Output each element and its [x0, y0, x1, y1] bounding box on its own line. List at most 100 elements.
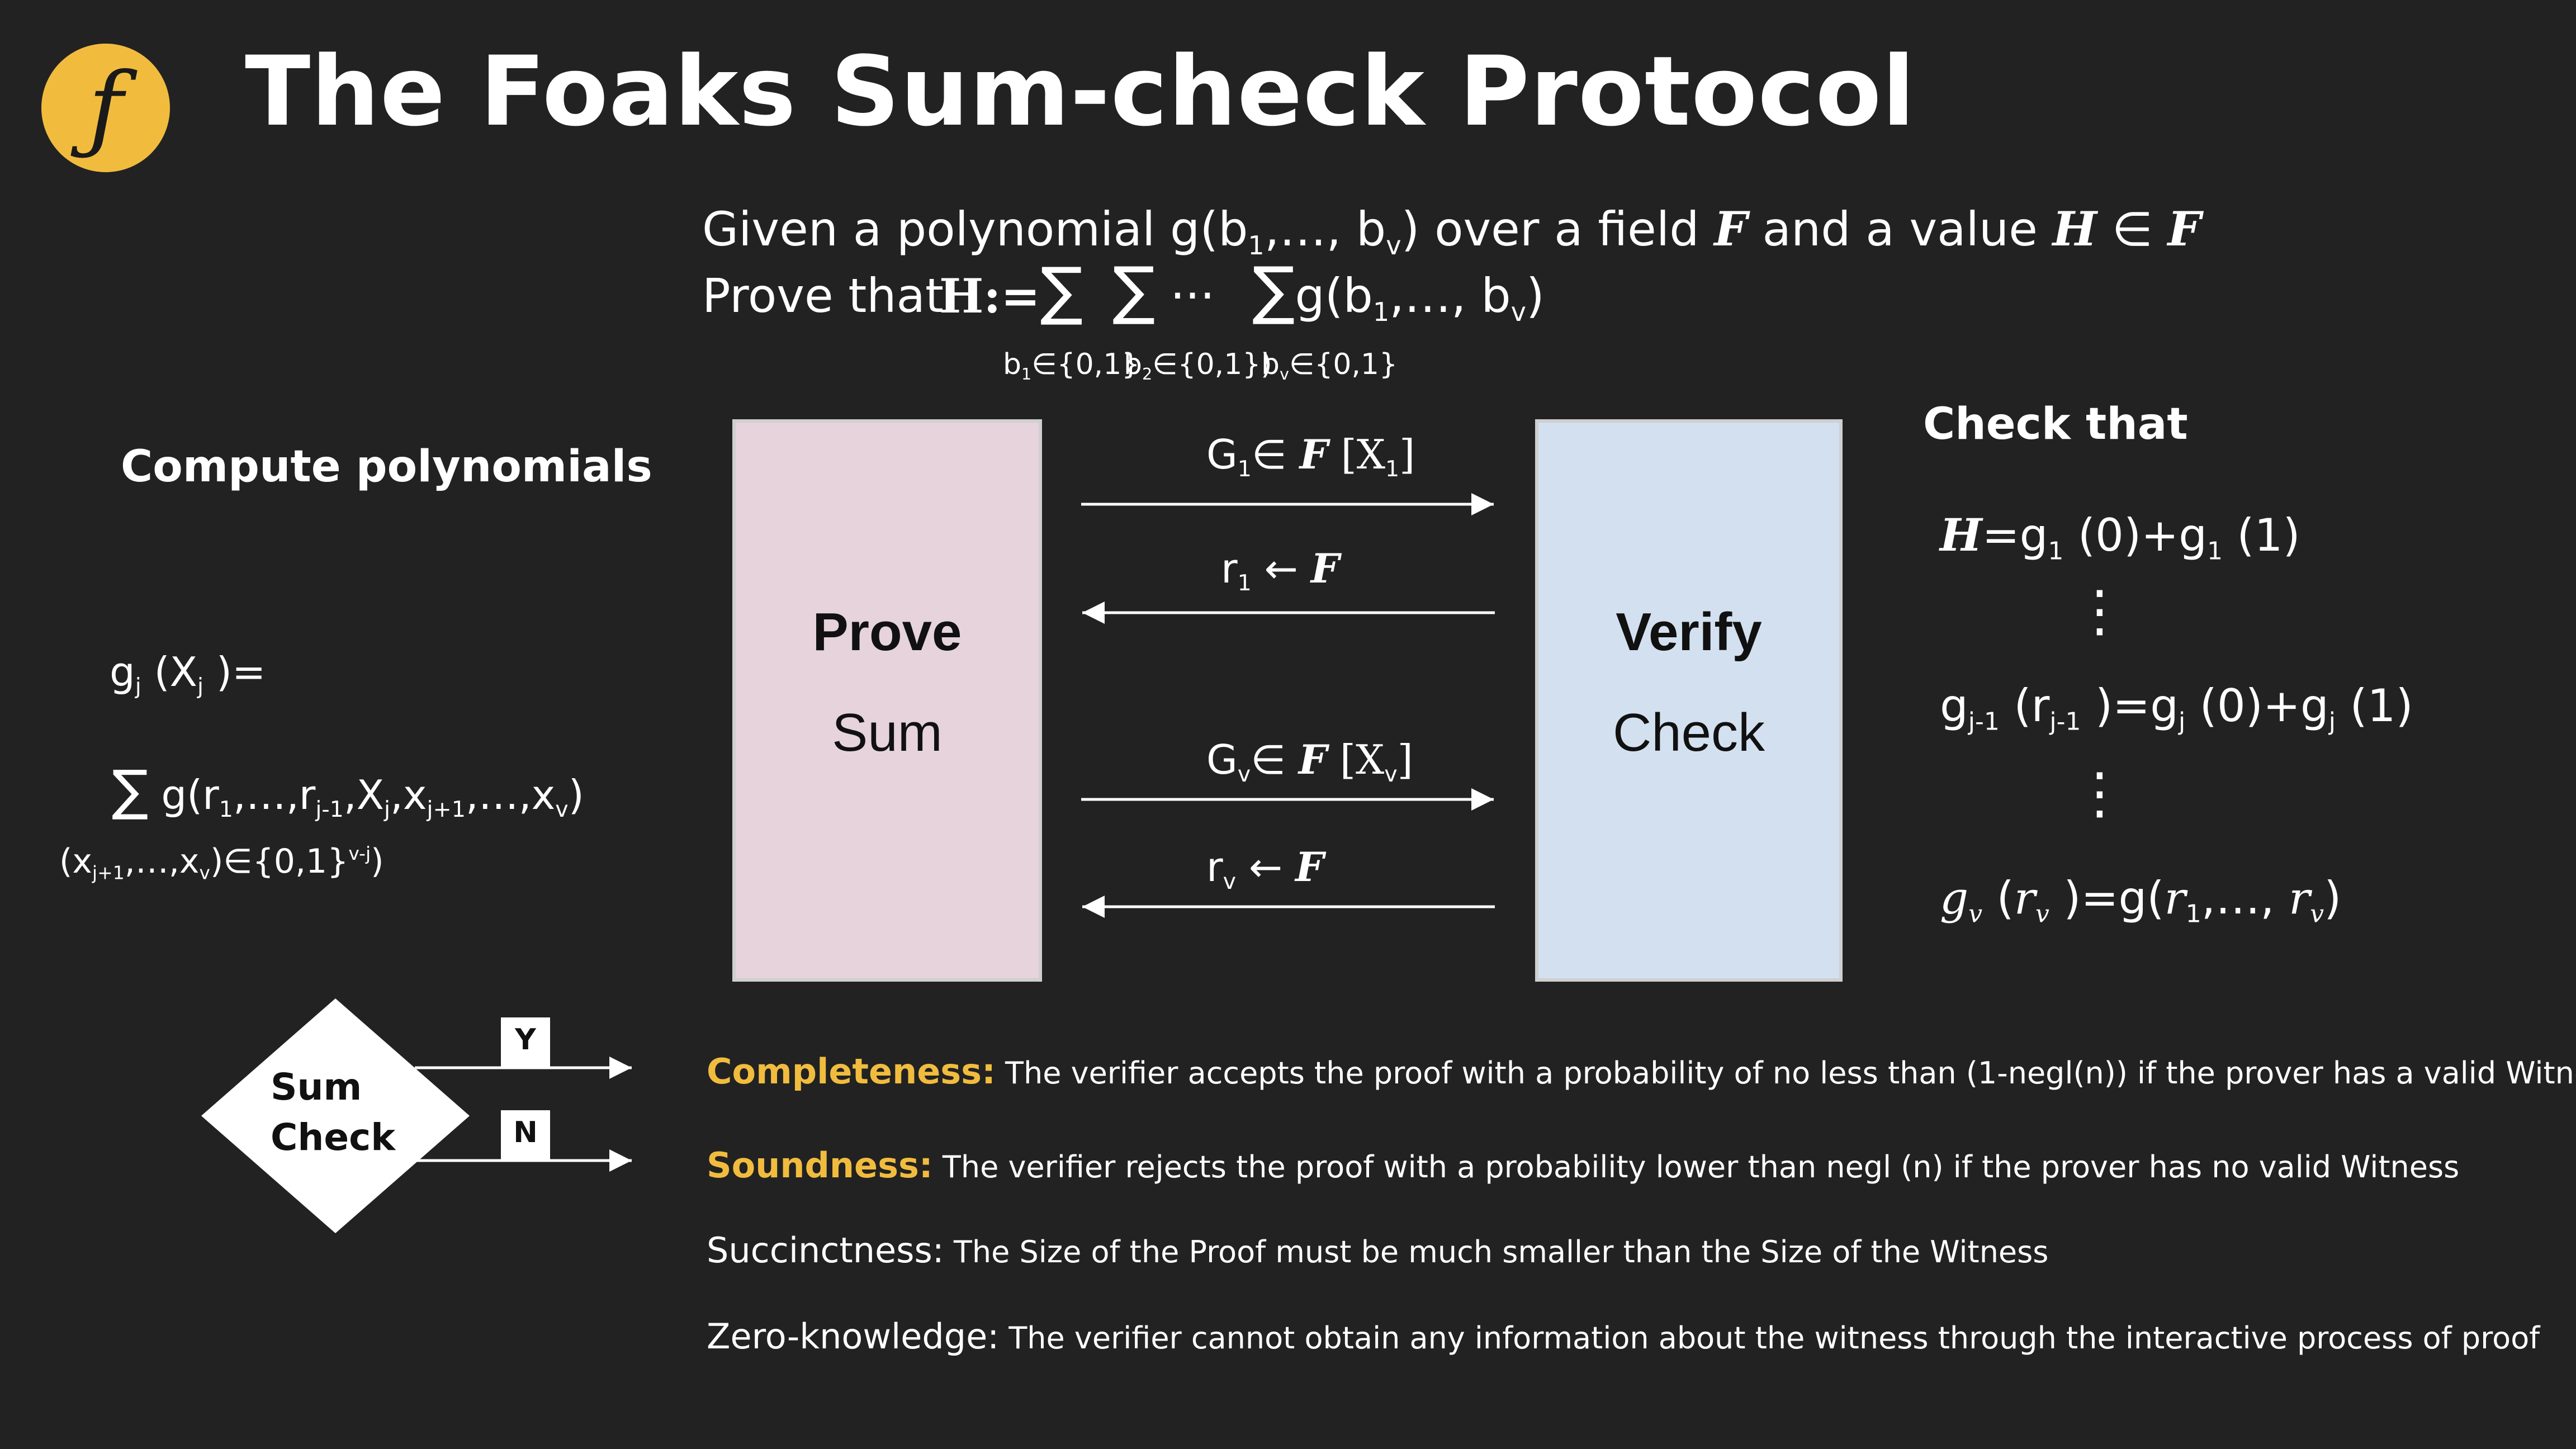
foaks-logo-glyph: ƒ [88, 53, 124, 163]
formula-text: )=g( [2049, 872, 2165, 924]
formula-text: (0)+g [2185, 680, 2329, 732]
formula-text: ,X [343, 771, 385, 818]
verifier-subtitle: Check [1612, 703, 1765, 763]
message-text: r [1206, 844, 1223, 891]
intro-sub: 1 [1248, 230, 1265, 261]
sum-expression-3: ∑g(b1,…, bv) [1252, 258, 1545, 325]
formula-text: ,x [390, 771, 427, 818]
intro-text: Prove that [702, 268, 944, 323]
message-rv: rv ← F [1206, 843, 1324, 893]
intro-text: ,…, b [1389, 268, 1511, 323]
intro-sub: 1 [1372, 297, 1390, 328]
intro-sub: v [1386, 230, 1401, 261]
formula-sub: j-1 [2049, 707, 2081, 736]
formula-sub: 1 [2185, 899, 2201, 929]
gj-sum-formula: ∑ g(r1,…,rj-1,Xj,xj+1,…,xv) [112, 763, 584, 821]
yes-label: Y [515, 1023, 536, 1057]
h-symbol: H [1940, 509, 1982, 561]
intro-text: Given a polynomial g(b [702, 202, 1248, 257]
formula-text: ) [568, 771, 584, 818]
formula-text: (0)+g [2063, 509, 2207, 561]
sum-check-label-line1: Sum [271, 1066, 362, 1109]
zero-knowledge-label: Zero-knowledge: [707, 1316, 1000, 1357]
page-title: The Foaks Sum-check Protocol [245, 35, 1916, 148]
formula-text: ,…,r [233, 771, 316, 818]
intro-text: and a value [1747, 202, 2053, 257]
sigma-symbol: ∑ [112, 759, 149, 822]
message-r1: r1 ← F [1221, 544, 1340, 594]
formula-text: (1) [2336, 680, 2413, 732]
formula-text: g [110, 648, 135, 695]
formula-sub: j+1 [427, 796, 466, 822]
succinctness-label: Succinctness: [707, 1230, 944, 1271]
formula-text: g(r [148, 771, 219, 818]
formula-text: ( [1982, 872, 2014, 924]
message-sub: v [1384, 761, 1398, 787]
formula-sub: 1 [219, 796, 233, 822]
formula-text: ) [371, 842, 384, 881]
field-symbol: F [1310, 544, 1340, 592]
formula-sub: j+1 [92, 861, 125, 884]
message-sub: v [1237, 761, 1251, 787]
field-symbol: F [2167, 201, 2201, 257]
formula-sub: v [2035, 899, 2049, 929]
formula-sub: v [199, 861, 210, 884]
sum-index-2: b2∈{0,1}) [1124, 348, 1272, 383]
compute-heading: Compute polynomials [121, 442, 652, 492]
vertical-ellipsis-2: ⋮ [2072, 760, 2128, 826]
field-symbol: F [1714, 201, 1748, 257]
no-label-box [501, 1110, 550, 1159]
element-of-symbol: ∈ [2097, 202, 2168, 257]
intro-line-1: Given a polynomial g(b1,…, bv) over a fi… [702, 201, 2201, 258]
formula-sub: 1 [2206, 537, 2223, 566]
intro-line-2: Prove that [702, 268, 944, 323]
message-sub: 1 [1237, 570, 1252, 596]
sum-expression: H:=∑ [939, 259, 1083, 324]
field-symbol: F [1298, 736, 1327, 783]
formula-text: ,…,x [124, 842, 200, 881]
formula-text: )= [203, 648, 266, 695]
soundness-text: The verifier rejects the proof with a pr… [932, 1149, 2460, 1185]
formula-sub: j [384, 796, 391, 822]
formula-sub: v [1968, 899, 1983, 929]
message-text: ← [1251, 545, 1311, 592]
message-text: r [1221, 545, 1238, 592]
foaks-logo: ƒ [41, 44, 170, 172]
intro-sub: v [1510, 297, 1526, 328]
zero-knowledge-row: Zero-knowledge: The verifier cannot obta… [707, 1316, 2540, 1357]
yes-label-box [501, 1017, 550, 1067]
sum-index-text: ∈{0,1}) [1152, 348, 1272, 381]
message-text: ← [1236, 844, 1296, 891]
formula-text: ,…,x [465, 771, 556, 818]
message-text: [X [1327, 736, 1385, 783]
verifier-title: Verify [1616, 602, 1762, 662]
check-round-j: gj-1 (rj-1 )=gj (0)+gj (1) [1940, 680, 2413, 734]
sigma-symbol: ∑ [1252, 253, 1295, 327]
formula-text: (x [59, 842, 92, 881]
formula-text: g [1940, 872, 1969, 924]
intro-text: g(b [1295, 268, 1373, 323]
sum-index-text: b [1003, 348, 1022, 381]
verifier-box: Verify Check [1535, 419, 1843, 982]
completeness-text: The verifier accepts the proof with a pr… [995, 1055, 2576, 1091]
formula-sub: j-1 [1968, 707, 2000, 736]
formula-sub: j [135, 673, 141, 699]
formula-sub: 1 [2048, 537, 2064, 566]
formula-text: ) [2324, 872, 2342, 924]
message-text: ∈ [1251, 736, 1299, 783]
message-text: ] [1399, 431, 1415, 478]
vertical-ellipsis-1: ⋮ [2072, 578, 2128, 643]
message-g1: G1∈ F [X1] [1206, 430, 1415, 480]
formula-text: )∈{0,1} [210, 842, 349, 881]
sum-index-sub: 2 [1142, 364, 1153, 383]
sigma-symbol: ∑ [1040, 254, 1083, 328]
completeness-row: Completeness: The verifier accepts the p… [707, 1051, 2576, 1092]
gj-definition: gj (Xj )= [110, 648, 266, 698]
formula-sub: v [2310, 899, 2324, 929]
sum-index-text: b [1261, 348, 1280, 381]
sum-index-v: bv∈{0,1} [1261, 348, 1398, 382]
zero-knowledge-text: The verifier cannot obtain any informati… [999, 1320, 2540, 1356]
no-label: N [513, 1116, 538, 1149]
